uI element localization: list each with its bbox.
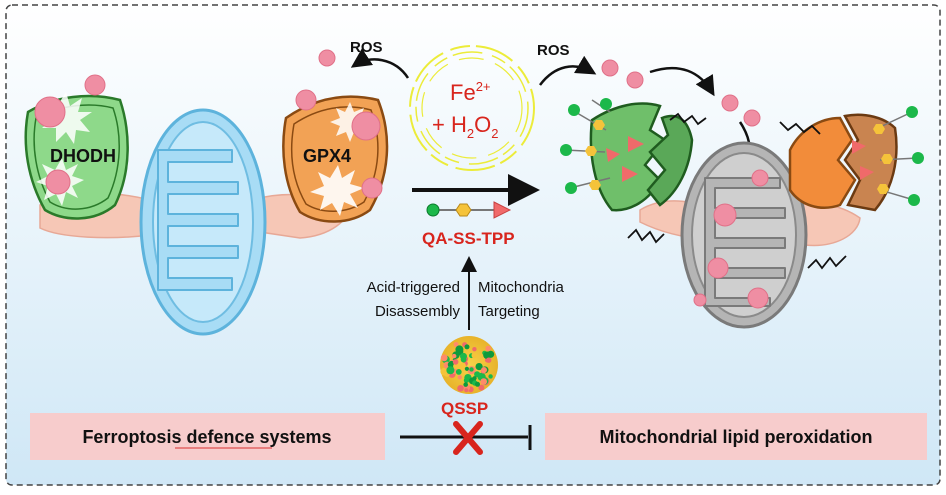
left-ros: ROS (318, 39, 410, 79)
fe-h2o2-cluster: Fe2+ + H2O2 (409, 45, 535, 171)
nanoparticle-speckle (483, 351, 491, 359)
nanoparticle-speckle (488, 374, 493, 379)
h2o2-label: + H2O2 (432, 112, 498, 141)
nanoparticle-speckle (453, 342, 459, 347)
nanoparticle-speckle (472, 376, 477, 381)
ros-left-label: ROS (350, 39, 383, 56)
nanoparticle-speckle (464, 388, 469, 393)
nanoparticle-speckle (469, 367, 474, 372)
nanoparticle-speckle (446, 366, 455, 375)
peroxidation-box (545, 413, 927, 460)
nanoparticle-speckle (460, 352, 467, 360)
nanoparticle-speckle (457, 375, 462, 380)
nanoparticle-speckle (455, 348, 464, 356)
nanoparticle-speckle (463, 377, 470, 383)
defence-box (30, 413, 385, 460)
red-x-icon (453, 421, 483, 455)
qssp-nanoparticle (440, 336, 498, 394)
nanoparticle-speckle (486, 357, 492, 363)
nanoparticle-speckle (457, 385, 464, 392)
nanoparticle-speckle (485, 345, 492, 352)
peroxidation-box-label: Mitochondrial lipid peroxidation (600, 427, 873, 447)
damaged-mitochondrion (680, 141, 808, 329)
healthy-mitochondrion (139, 108, 267, 336)
peroxidation-zigzags (627, 112, 847, 270)
nanoparticle-speckle (455, 369, 462, 375)
nanoparticle-speckle (480, 378, 488, 385)
dhodh-shield: DHODH (24, 74, 129, 220)
nanoparticle-speckle (481, 367, 487, 373)
gpx4-label: GPX4 (303, 146, 351, 166)
mito-line1: Mitochondria (478, 279, 565, 296)
nanoparticle-speckle (464, 366, 469, 371)
nanoparticle-speckle (471, 352, 478, 359)
nanoparticle-speckle (440, 367, 449, 376)
nanoparticle-speckle (452, 359, 459, 365)
mito-line2: Targeting (478, 303, 540, 320)
dhodh-label: DHODH (50, 146, 116, 166)
ros-left-arrow (350, 48, 410, 79)
nanoparticle-speckle (464, 344, 470, 350)
qssp-label: QSSP (441, 399, 488, 418)
qa-ss-tpp-molecule-icon (426, 201, 512, 219)
broken-dhodh-shield (589, 102, 694, 212)
acid-line1: Acid-triggered (367, 279, 460, 296)
defence-box-label: Ferroptosis defence systems (82, 427, 331, 447)
nanoparticle-speckle (440, 354, 448, 362)
nanoparticle-speckle (475, 363, 483, 371)
nanoparticle-speckle (463, 382, 469, 387)
nanoparticle-speckle (480, 357, 487, 364)
nanoparticle-speckle (478, 384, 485, 391)
acid-line2: Disassembly (375, 303, 461, 320)
nanoparticle-speckle (472, 347, 477, 352)
nanoparticle-speckle (474, 371, 481, 378)
attached-molecules (560, 98, 924, 206)
dashed-frame (5, 4, 941, 486)
nanoparticle-speckle (475, 381, 480, 387)
compound-label: QA-SS-TPP (422, 229, 515, 248)
ros-right-arrow-1 (539, 55, 597, 86)
nanoparticle-speckle (453, 363, 459, 370)
gpx4-shield: GPX4 (282, 89, 389, 223)
ros-right-label: ROS (537, 42, 570, 59)
fe-label: Fe2+ (450, 79, 491, 105)
nanoparticle-speckle (452, 353, 457, 359)
ros-right-arrow-2 (649, 66, 715, 97)
